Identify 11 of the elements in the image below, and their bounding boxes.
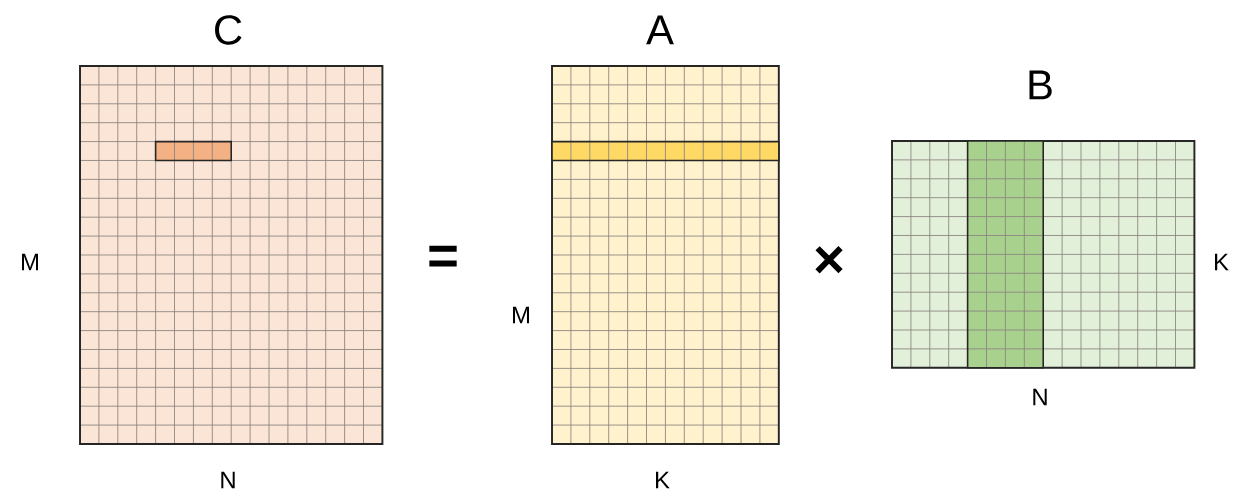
operator-sign: = xyxy=(429,245,457,267)
matrix-label: B xyxy=(1029,70,1052,100)
matrix-label: A xyxy=(646,15,674,45)
dimension-label: N xyxy=(221,471,235,489)
matrix-label: C xyxy=(215,15,242,45)
dimension-label: M xyxy=(22,253,38,271)
dimension-label: N xyxy=(1033,388,1047,406)
dimension-label: K xyxy=(656,471,670,489)
dimension-label: K xyxy=(1215,253,1229,271)
dimension-label: M xyxy=(513,306,529,324)
operator-sign: × xyxy=(815,246,843,274)
